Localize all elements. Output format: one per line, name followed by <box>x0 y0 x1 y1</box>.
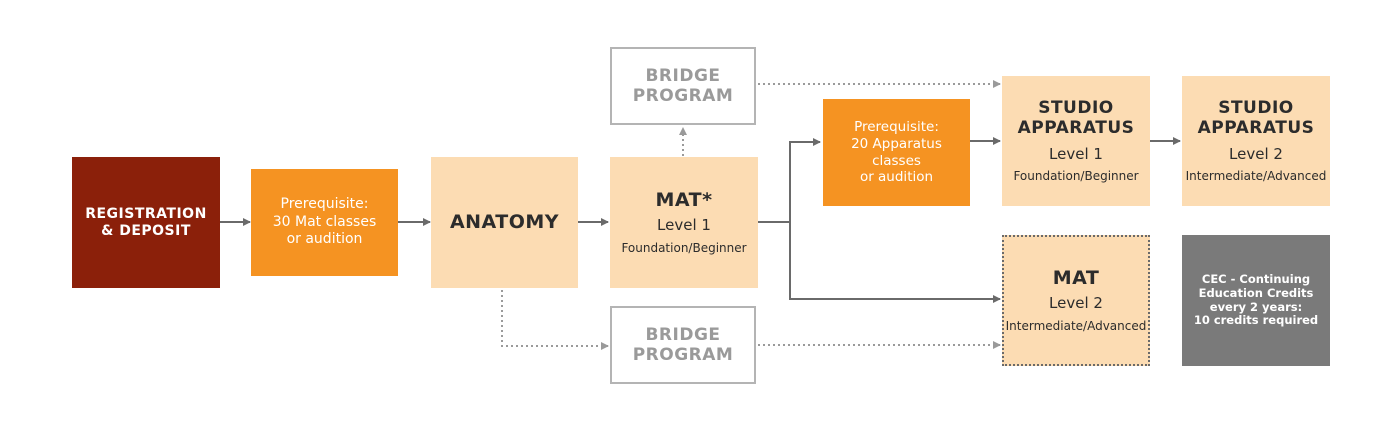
studio2-line1: STUDIO <box>1218 97 1294 118</box>
anatomy-title: ANATOMY <box>449 211 560 234</box>
studio2-line2: APPARATUS <box>1197 118 1315 139</box>
cec-line4: 10 credits required <box>1193 313 1319 328</box>
bridge-bottom-line2: PROGRAM <box>632 345 734 365</box>
studio2-level: Level 2 <box>1229 144 1283 163</box>
bridge-program-top-node: BRIDGE PROGRAM <box>610 47 756 125</box>
cec-line3: every 2 years: <box>1209 299 1303 314</box>
bridge-bottom-line1: BRIDGE <box>645 324 721 345</box>
studio1-subtitle: Foundation/Beginner <box>1013 169 1139 184</box>
mat1-subtitle: Foundation/Beginner <box>621 240 747 255</box>
prerequisite-apparatus-node: Prerequisite: 20 Apparatus classes or au… <box>823 99 970 206</box>
prereq-apparatus-line3: classes <box>872 152 921 169</box>
registration-deposit-node: REGISTRATION & DEPOSIT <box>72 157 220 288</box>
mat2-level: Level 2 <box>1049 294 1103 313</box>
mat1-level: Level 1 <box>657 216 711 235</box>
prereq-mat-line1: Prerequisite: <box>280 196 369 213</box>
mat2-title: MAT <box>1052 267 1100 290</box>
arrow-branch-to-mat2 <box>789 222 1001 303</box>
mat-level1-node: MAT* Level 1 Foundation/Beginner <box>610 157 758 288</box>
cec-line2: Education Credits <box>1198 285 1314 300</box>
registration-line2: & DEPOSIT <box>101 222 191 239</box>
prerequisite-mat-node: Prerequisite: 30 Mat classes or audition <box>251 169 398 276</box>
studio1-line1: STUDIO <box>1038 97 1114 118</box>
bridge-top-line2: PROGRAM <box>632 86 734 106</box>
prereq-apparatus-line4: or audition <box>859 169 934 186</box>
studio1-level: Level 1 <box>1049 144 1103 163</box>
studio-apparatus-level1-node: STUDIO APPARATUS Level 1 Foundation/Begi… <box>1002 76 1150 206</box>
arrow-branch-to-prereq-apparatus <box>789 138 821 222</box>
cec-line1: CEC - Continuing <box>1201 271 1311 286</box>
studio-apparatus-level2-node: STUDIO APPARATUS Level 2 Intermediate/Ad… <box>1182 76 1330 206</box>
anatomy-node: ANATOMY <box>431 157 578 288</box>
mat1-title: MAT* <box>655 189 713 212</box>
prereq-mat-line2: 30 Mat classes <box>272 213 377 230</box>
studio2-subtitle: Intermediate/Advanced <box>1185 169 1327 184</box>
prereq-mat-line3: or audition <box>286 231 363 248</box>
prereq-apparatus-line1: Prerequisite: <box>854 118 939 135</box>
studio1-line2: APPARATUS <box>1017 118 1135 139</box>
bridge-top-line1: BRIDGE <box>645 65 721 86</box>
cec-node: CEC - Continuing Education Credits every… <box>1182 235 1330 366</box>
mat-level2-node: MAT Level 2 Intermediate/Advanced <box>1002 235 1150 366</box>
registration-line1: REGISTRATION <box>85 205 207 222</box>
mat2-subtitle: Intermediate/Advanced <box>1005 318 1147 333</box>
dotted-arrow-anatomy-to-bridge-bottom <box>501 290 609 350</box>
prereq-apparatus-line2: 20 Apparatus <box>851 135 942 152</box>
bridge-program-bottom-node: BRIDGE PROGRAM <box>610 306 756 384</box>
